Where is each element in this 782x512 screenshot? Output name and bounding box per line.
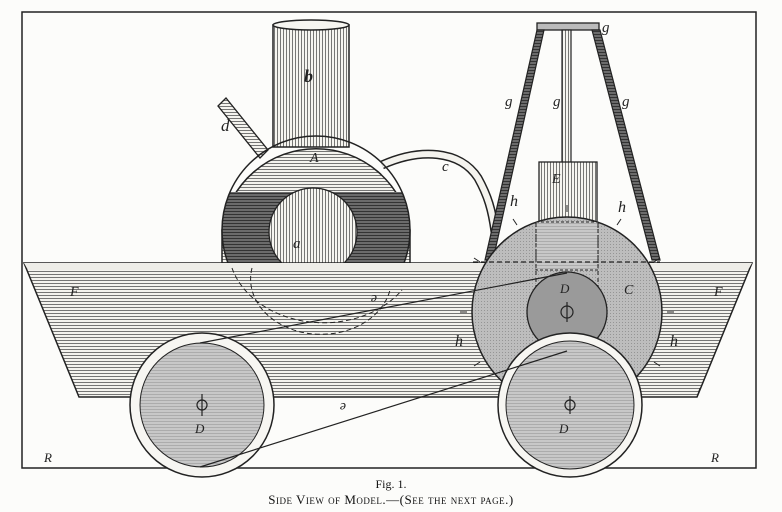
label-C: C: [624, 283, 634, 298]
label-A: A: [309, 151, 319, 166]
label-a: a: [293, 236, 301, 252]
label-h-right-top: h: [618, 199, 626, 216]
cylinder: [538, 161, 598, 223]
label-D-left: D: [194, 421, 205, 436]
label-F-right: F: [713, 285, 723, 300]
label-R-left: R: [43, 450, 52, 465]
label-c-pipe: c: [442, 159, 449, 175]
drive-belt: [199, 272, 568, 468]
rear-wheel: [129, 332, 275, 478]
front-wheel: [497, 332, 643, 478]
label-D-upper: D: [559, 281, 570, 296]
label-e-lower: e: [340, 399, 346, 414]
label-g-mid: g: [553, 94, 561, 110]
label-D-right: D: [558, 421, 569, 436]
label-h-right-low: h: [670, 333, 678, 350]
label-F-left: F: [69, 285, 79, 300]
figure-number: Fig. 1.: [375, 477, 407, 491]
label-h-left-top: h: [510, 193, 518, 210]
figure-caption: Side View of Model.—(See the next page.): [268, 492, 514, 507]
label-b: b: [304, 66, 313, 86]
label-g-top: g: [602, 20, 610, 36]
label-h-left-low: h: [455, 333, 463, 350]
engine-frame: [484, 22, 661, 261]
label-d: d: [221, 116, 230, 135]
label-g-left: g: [505, 94, 513, 110]
chimney: [272, 19, 350, 148]
label-R-right: R: [710, 450, 719, 465]
label-E: E: [551, 172, 561, 187]
label-e-upper: e: [371, 291, 377, 306]
boiler: [221, 135, 411, 325]
label-g-right: g: [622, 94, 630, 110]
